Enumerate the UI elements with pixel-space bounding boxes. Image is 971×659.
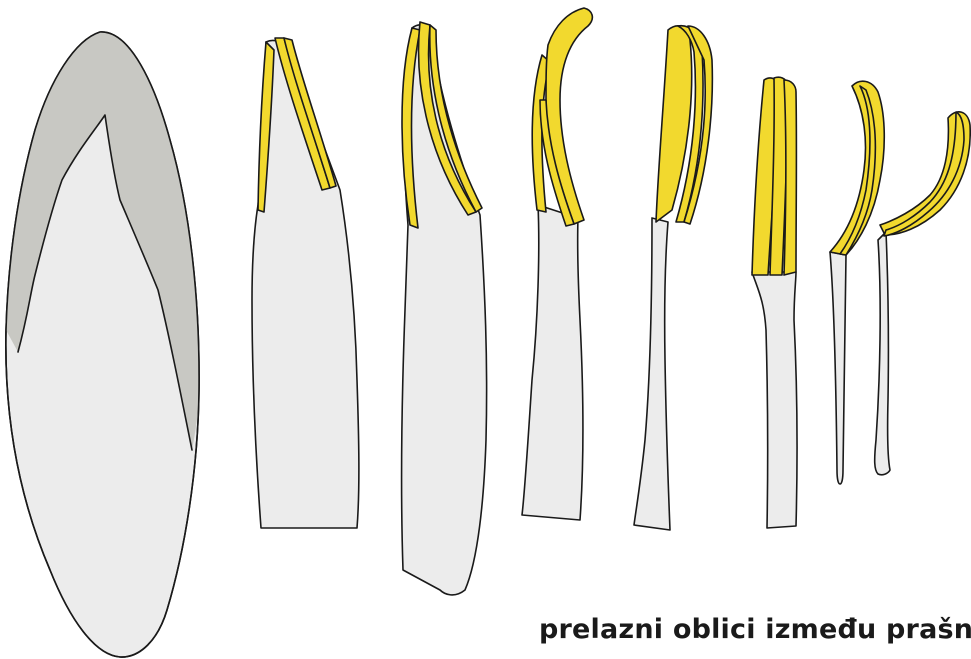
diagram-caption: prelazni oblici između prašni bbox=[539, 614, 971, 645]
transitional-form-4 bbox=[634, 26, 712, 530]
stamen bbox=[875, 112, 971, 475]
transitional-form-5 bbox=[752, 77, 797, 528]
transitional-form-6 bbox=[830, 81, 884, 484]
petal bbox=[6, 32, 199, 657]
transitional-form-2 bbox=[402, 22, 487, 595]
transitional-form-3-blade bbox=[522, 205, 583, 520]
transitional-form-5-blade bbox=[752, 272, 797, 528]
transitional-form-1 bbox=[252, 38, 359, 528]
transitional-form-3 bbox=[522, 8, 592, 520]
stamen-filament bbox=[875, 232, 890, 475]
transitional-form-3-anther-main bbox=[546, 8, 592, 224]
transitional-form-6-filament bbox=[830, 252, 846, 484]
transitional-form-5-anther-c bbox=[784, 80, 796, 275]
transitional-form-4-blade bbox=[634, 218, 670, 530]
